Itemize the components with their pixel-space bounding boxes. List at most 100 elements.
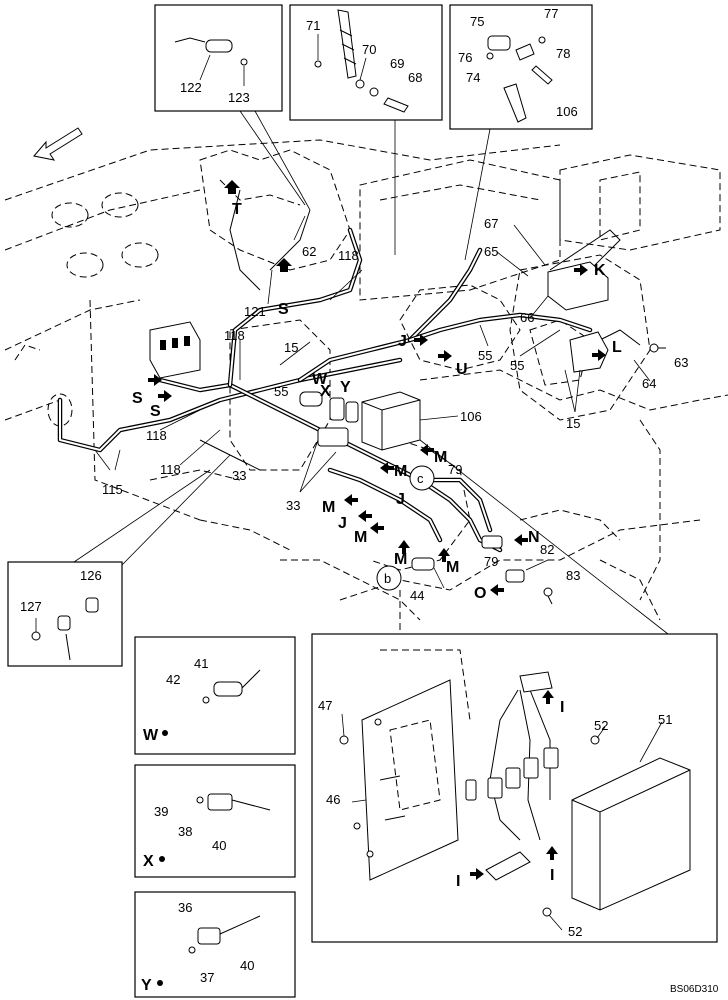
part-number-label: 118 (146, 428, 167, 443)
part-number-label: 123 (228, 90, 250, 105)
view-box-w (134, 636, 296, 755)
part-number-label: 79 (448, 462, 462, 477)
view-box-y (134, 891, 296, 998)
part-number-label: 118 (224, 328, 245, 343)
callout-letter: X (320, 383, 331, 400)
part-number-label: 67 (484, 216, 498, 231)
part-number-label: 121 (244, 304, 266, 319)
callout-letter: T (232, 201, 242, 218)
part-number-label: 106 (556, 104, 578, 119)
part-number-label: 15 (566, 416, 580, 431)
callout-letter: J (398, 333, 407, 350)
callout-arrow-s2-icon (148, 374, 162, 386)
callout-letter: I (456, 873, 460, 890)
callout-letter: O (474, 585, 486, 602)
part-number-label: 40 (212, 838, 226, 853)
callout-arrow-m3-icon (344, 494, 358, 506)
part-number-label: 52 (594, 718, 608, 733)
callout-arrow-i1-icon (542, 690, 554, 704)
callout-letter: M (322, 499, 335, 516)
callout-letter: S (278, 301, 289, 318)
callout-letter: M (446, 559, 459, 576)
part-number-label: 118 (338, 248, 359, 263)
callout-letter: M (354, 529, 367, 546)
callout-arrow-l-icon (592, 349, 606, 361)
part-number-label: 55 (478, 348, 492, 363)
callout-letter: M (394, 551, 407, 568)
part-number-label: 82 (540, 542, 554, 557)
controller-box (361, 391, 421, 451)
part-number-label: 40 (240, 958, 254, 973)
callout-letters: T S S S J U K L W X Y M M M J J M M M N … (132, 201, 622, 890)
part-number-label: 33 (232, 468, 246, 483)
view-dot-icon (157, 980, 163, 986)
part-number-label: 83 (566, 568, 580, 583)
callout-arrow-n-icon (514, 534, 528, 546)
detail-box-controller (311, 633, 718, 943)
part-number-label: 52 (568, 924, 582, 939)
callout-arrow-u-icon (438, 350, 452, 362)
part-number-label: 65 (484, 244, 498, 259)
callout-letter: U (456, 361, 468, 378)
callout-arrow-k-icon (574, 264, 588, 276)
circle-letter: b (384, 571, 391, 586)
part-number-label: 63 (674, 355, 688, 370)
part-number-label: 36 (178, 900, 192, 915)
circle-marker-c (409, 465, 435, 491)
callout-letter: S (150, 403, 161, 420)
part-number-label: 75 (470, 14, 484, 29)
part-number-label: 69 (390, 56, 404, 71)
part-number-label: 41 (194, 656, 208, 671)
detail-box-122 (154, 4, 283, 112)
detail-box-126 (7, 561, 123, 667)
part-number-label: 106 (460, 409, 482, 424)
callout-arrow-m1-icon (380, 462, 394, 474)
callout-arrow-t-icon (224, 180, 240, 194)
part-number-label: 38 (178, 824, 192, 839)
callout-arrow-m5-icon (398, 540, 410, 554)
callout-arrow-j2-icon (358, 510, 372, 522)
part-number-label: 122 (180, 80, 202, 95)
callout-letter: K (594, 262, 606, 279)
part-number-label: 46 (326, 792, 340, 807)
part-number-label: 42 (166, 672, 180, 687)
callout-letter: I (550, 867, 554, 884)
detail-box-68 (289, 4, 443, 121)
circle-marker-b (376, 565, 402, 591)
view-label-x: X (143, 853, 154, 870)
drawing-code: BS06D310 (670, 984, 719, 995)
callout-arrow-i3-icon (546, 846, 558, 860)
callout-letter: J (396, 491, 405, 508)
part-number-label: 62 (302, 244, 316, 259)
relay-block (149, 321, 201, 379)
part-number-label: 47 (318, 698, 332, 713)
callout-arrow-m4-icon (370, 522, 384, 534)
callout-letter: S (132, 390, 143, 407)
callout-arrow-m6-icon (438, 548, 450, 562)
callout-letter: L (612, 339, 622, 356)
part-number-label: 64 (642, 376, 656, 391)
part-number-label: 77 (544, 6, 558, 21)
part-number-label: 78 (556, 46, 570, 61)
part-number-label: 37 (200, 970, 214, 985)
part-number-label: 39 (154, 804, 168, 819)
view-box-x (134, 764, 296, 878)
callout-arrow-s1-icon (276, 258, 292, 272)
part-number-label: 74 (466, 70, 480, 85)
part-number-label: 118 (160, 462, 181, 477)
part-number-label: 33 (286, 498, 300, 513)
sensor-44 (411, 557, 435, 571)
sensor-assembly (299, 391, 359, 447)
part-number-label: 127 (20, 599, 42, 614)
sensor-79 (481, 535, 525, 583)
part-number-label: 66 (520, 310, 534, 325)
wire-harness (57, 189, 641, 553)
callout-letter: J (338, 515, 347, 532)
part-number-label: 115 (102, 482, 123, 497)
leader-lines (73, 110, 669, 931)
view-dot-icon (162, 730, 168, 736)
bolt-83 (543, 587, 553, 605)
forward-direction-arrow-icon (33, 127, 83, 161)
callout-letter: M (434, 449, 447, 466)
